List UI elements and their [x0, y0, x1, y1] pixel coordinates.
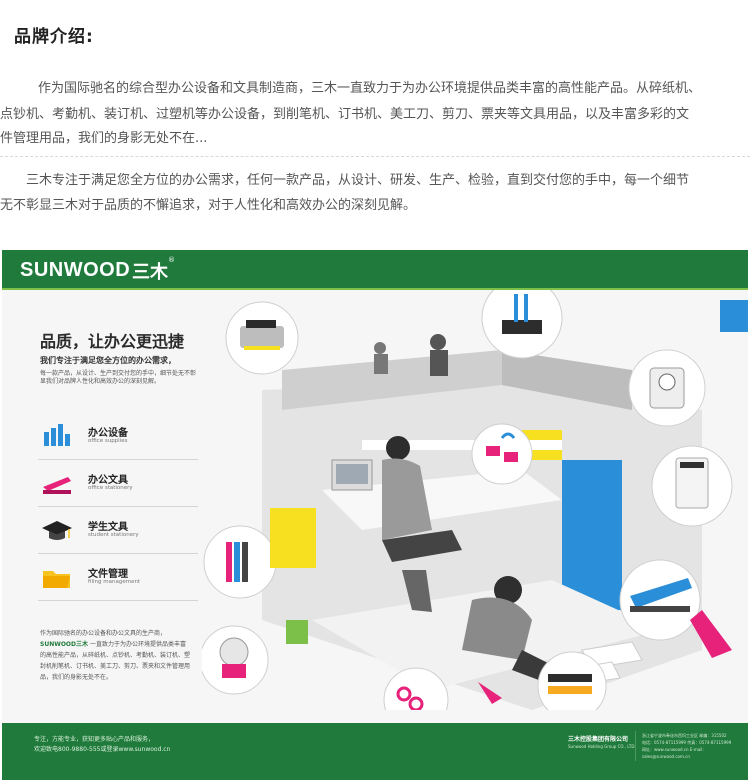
- poster-header-bar: SUNWOOD 三木 ®: [2, 250, 748, 288]
- footer-company-cn: 三木控股集团有限公司: [568, 736, 629, 743]
- category-sub-label: filing management: [88, 579, 141, 585]
- category-item-office-equipment[interactable]: 办公设备 office supplies: [38, 413, 198, 460]
- footer-hotline-line-2: 欢迎致电800-9880-555或登录www.sunwood.cn: [34, 746, 171, 753]
- brand-logo-cn: 三木: [132, 262, 168, 283]
- poster-sub-heading: 我们专注于满足您全方位的办公需求，: [40, 356, 176, 365]
- callout-binding-machine: [481, 290, 563, 359]
- intro-paragraph-1-line-2: 点钞机、考勤机、装订机、过塑机等办公设备，到削笔机、订书机、美工刀、剪刀、票夹等…: [0, 107, 690, 122]
- callout-utility-knives: [537, 651, 607, 710]
- callout-scissors-clips: [383, 667, 502, 710]
- poster-slogan: 品质，让办公更迅捷: [40, 332, 185, 351]
- office-scene-illustration: [202, 290, 748, 710]
- brand-logo-en: SUNWOOD: [20, 259, 131, 281]
- poster-blurb: 作为国际驰名的办公设备和办公文具的生产商， SUNWOOD三木 一直致力于为办公…: [40, 628, 190, 683]
- category-item-office-stationery[interactable]: 办公文具 office stationery: [38, 460, 198, 507]
- category-sub-label: office supplies: [88, 438, 128, 444]
- footer-contact-phone: 电话：0574-87115999 传真：0574-87115999: [642, 740, 732, 745]
- callout-time-clock: [628, 300, 748, 427]
- category-label: 文件管理: [88, 569, 128, 580]
- footer-divider: [635, 731, 636, 761]
- callout-stapler: [619, 559, 732, 658]
- callout-stationery-clips: [471, 423, 533, 485]
- category-label: 学生文具: [88, 522, 128, 533]
- footer-hotline: 专注，方能专业，获知更多贴心产品和服务， 欢迎致电800-9880-555或登录…: [34, 735, 234, 755]
- brand-poster: SUNWOOD 三木 ® 品质，让办公更迅捷 我们专注于满足您全方位的办公需求，…: [2, 250, 748, 780]
- category-label: 办公文具: [88, 475, 128, 486]
- office-equipment-icon: [44, 424, 70, 446]
- intro-paragraph-2-line-1: 三木专注于满足您全方位的办公需求，任何一款产品，从设计、研发、生产、检验，直到交…: [26, 173, 690, 188]
- brand-intro-title: 品牌介绍:: [14, 27, 94, 47]
- blurb-brand: SUNWOOD三木: [40, 641, 89, 648]
- poster-sub-body: 每一款产品，从设计、生产到交付您的手中，细节处无不彰显我们对品牌人性化和高效办公…: [40, 370, 197, 385]
- footer-contact: 浙江省宁波市奉化市西坞工业区 邮编：315502 电话：0574-8711599…: [642, 732, 744, 760]
- category-item-filing-management[interactable]: 文件管理 filing management: [38, 554, 198, 601]
- blue-partition: [562, 460, 622, 610]
- footer-hotline-line-1: 专注，方能专业，获知更多贴心产品和服务，: [34, 736, 155, 743]
- blurb-lead: 作为国际驰名的办公设备和办公文具的生产商，: [40, 630, 167, 637]
- category-list: 办公设备 office supplies 办公文具 office station…: [38, 413, 198, 601]
- category-item-student-stationery[interactable]: 学生文具 student stationery: [38, 507, 198, 554]
- registered-mark: ®: [168, 256, 175, 264]
- intro-paragraph-1-line-1: 作为国际驰名的综合型办公设备和文具制造商，三木一直致力于为办公环境提供品类丰富的…: [38, 81, 702, 96]
- poster-header-accent: [2, 288, 748, 290]
- folder-icon: [43, 571, 70, 588]
- blurb-rest: 一直致力于为办公环境提供品类丰富的高性能产品，从碎纸机、点钞机、考勤机、装订机、…: [40, 641, 191, 681]
- stapler-icon: [43, 477, 71, 494]
- callout-pencil-sharpener: [202, 620, 308, 695]
- category-sub-label: student stationery: [88, 532, 139, 538]
- footer-contact-address: 浙江省宁波市奉化市西坞工业区 邮编：315502: [642, 733, 727, 738]
- footer-company-en: Sunwood Holding Group CO., LTD.: [568, 744, 636, 749]
- category-sub-label: office stationery: [88, 485, 133, 491]
- intro-paragraph-1-line-3: 件管理用品，我们的身影无处不在...: [0, 131, 208, 146]
- intro-paragraph-2-line-2: 无不彰显三木对于品质的不懈追求，对于人性化和高效办公的深刻见解。: [0, 198, 417, 213]
- callout-file-folders: [203, 508, 316, 599]
- category-label: 办公设备: [88, 428, 128, 439]
- callout-money-counter: [225, 301, 299, 375]
- graduation-cap-icon: [42, 521, 72, 540]
- callout-shredder: [651, 445, 733, 527]
- poster-footer-bar: 专注，方能专业，获知更多贴心产品和服务， 欢迎致电800-9880-555或登录…: [2, 723, 748, 780]
- footer-contact-web: 网址：www.sunwood.cn E-mail: sales@sunwood.…: [642, 747, 704, 759]
- section-divider: [0, 156, 750, 157]
- yellow-folder-stack: [270, 508, 316, 568]
